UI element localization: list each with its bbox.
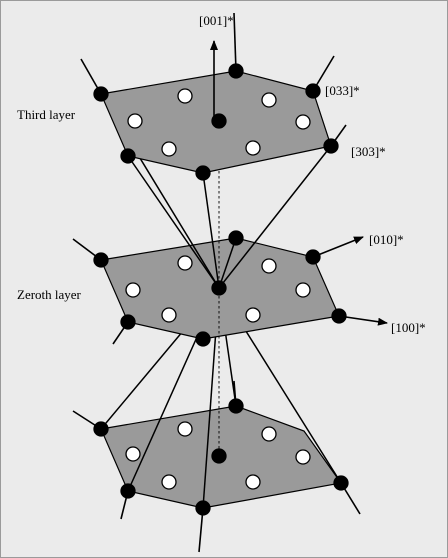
- open-lattice-point: [245, 140, 261, 156]
- open-lattice-point: [295, 449, 311, 465]
- label-100: [100]*: [391, 320, 426, 335]
- filled-lattice-point: [211, 113, 227, 129]
- label-303: [303]*: [351, 144, 386, 159]
- open-lattice-point: [125, 282, 141, 298]
- lattice-points: [93, 63, 349, 516]
- open-lattice-point: [161, 307, 177, 323]
- filled-lattice-point: [228, 398, 244, 414]
- open-lattice-point: [125, 446, 141, 462]
- arrow-100: [338, 315, 388, 326]
- filled-lattice-point: [93, 421, 109, 437]
- filled-lattice-point: [228, 230, 244, 246]
- zeroth-layer-label: Zeroth layer: [17, 287, 82, 302]
- open-lattice-point: [245, 307, 261, 323]
- open-lattice-point: [177, 421, 193, 437]
- filled-lattice-point: [120, 483, 136, 499]
- open-lattice-point: [127, 113, 143, 129]
- open-lattice-point: [177, 88, 193, 104]
- filled-lattice-point: [305, 249, 321, 265]
- open-lattice-point: [261, 258, 277, 274]
- rod-line: [233, 12, 237, 72]
- filled-lattice-point: [93, 252, 109, 268]
- converging-line: [127, 155, 220, 289]
- filled-lattice-point: [120, 148, 136, 164]
- label-033: [033]*: [325, 83, 360, 98]
- filled-lattice-point: [195, 165, 211, 181]
- filled-lattice-point: [120, 314, 136, 330]
- arrow-010: [312, 236, 364, 258]
- filled-lattice-point: [93, 86, 109, 102]
- converging-line: [202, 172, 220, 289]
- converging-line: [218, 237, 237, 289]
- filled-lattice-point: [333, 475, 349, 491]
- open-lattice-point: [161, 141, 177, 157]
- open-lattice-point: [261, 426, 277, 442]
- third-layer-label: Third layer: [17, 107, 76, 122]
- open-lattice-point: [245, 474, 261, 490]
- origin-point: [211, 280, 227, 296]
- open-lattice-point: [295, 114, 311, 130]
- converging-line: [218, 145, 332, 289]
- label-001: [001]*: [199, 13, 234, 28]
- filled-lattice-point: [195, 331, 211, 347]
- open-lattice-point: [161, 474, 177, 490]
- filled-lattice-point: [323, 138, 339, 154]
- open-lattice-point: [295, 282, 311, 298]
- label-010: [010]*: [369, 232, 404, 247]
- bottom-layer: [72, 380, 361, 553]
- filled-lattice-point: [228, 63, 244, 79]
- axis-arrows: [210, 40, 388, 326]
- open-lattice-point: [177, 255, 193, 271]
- filled-lattice-point: [331, 308, 347, 324]
- labels: [001]* [033]* [303]* [010]* [100]* Third…: [17, 13, 426, 335]
- open-lattice-point: [261, 92, 277, 108]
- filled-lattice-point: [211, 448, 227, 464]
- filled-lattice-point: [305, 83, 321, 99]
- filled-lattice-point: [195, 500, 211, 516]
